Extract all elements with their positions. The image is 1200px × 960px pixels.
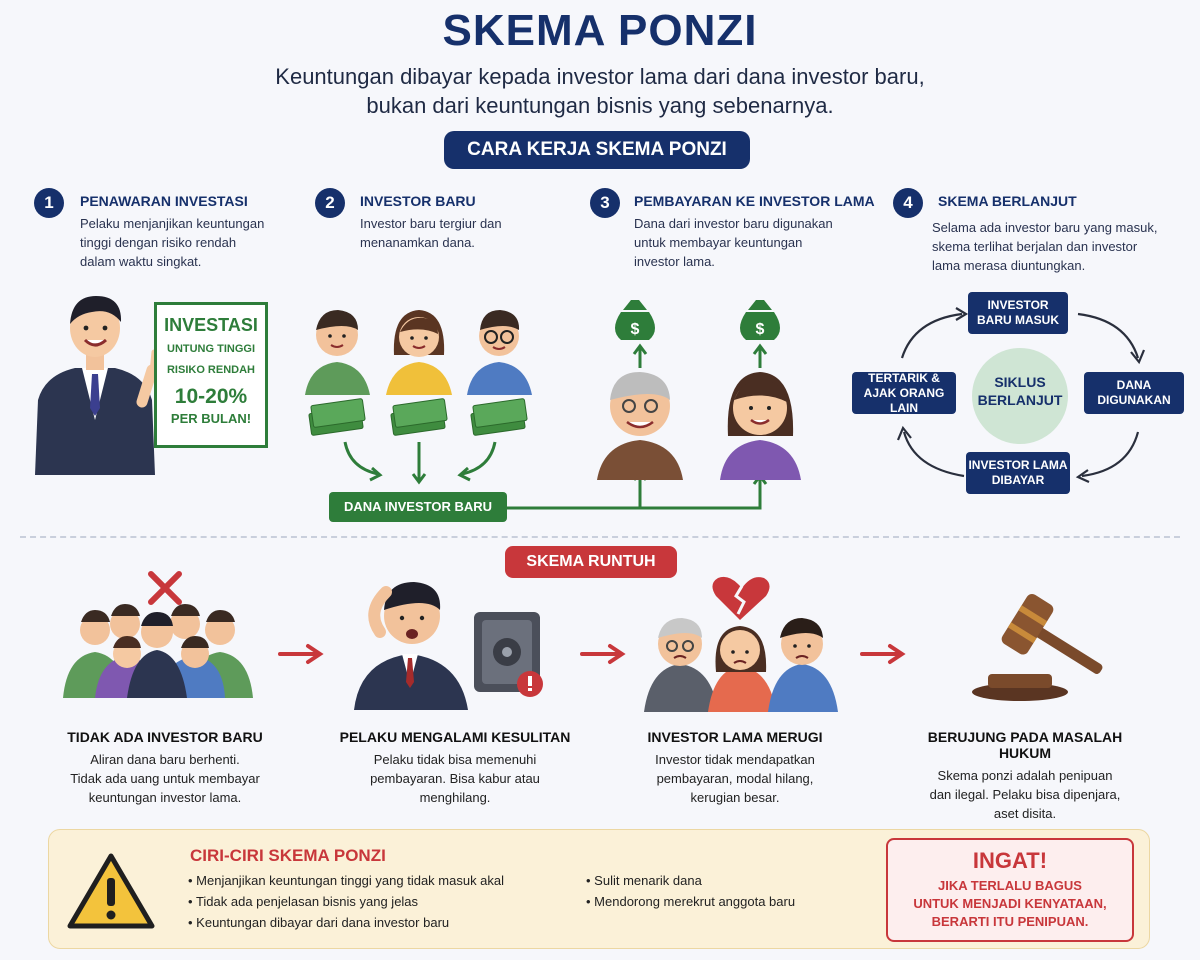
cycle-box-tertarik-ajak: TERTARIK & AJAK ORANG LAIN [852,371,956,415]
right-arrow-icon [580,644,626,664]
investor-avatar [386,310,452,395]
investor-avatar [305,310,370,395]
cash-stack-icon [390,398,448,436]
cycle-box-investor-baru-masuk: INVESTOR BARU MASUK [968,292,1068,334]
collapse-item-1: TIDAK ADA INVESTOR BARU Aliran dana baru… [67,729,263,805]
cycle-box-dana-digunakan: DANA DIGUNAKAN [1084,372,1184,414]
ciri-item: • Mendorong merekrut anggota baru [586,894,796,909]
investor-avatar [467,310,532,395]
step-4-title: SKEMA BERLANJUT [938,193,1077,209]
ciri-ciri-title: CIRI-CIRI SKEMA PONZI [190,846,386,865]
money-bag-symbol: $ [631,321,640,338]
businessman-illustration [35,296,158,475]
step-3-title: PEMBAYARAN KE INVESTOR LAMA [634,193,875,209]
ciri-item: • Menjanjikan keuntungan tinggi yang tid… [188,873,505,888]
step-3-number: 3 [590,188,620,218]
cycle-box-investor-lama-dibayar: INVESTOR LAMA DIBAYAR [966,452,1070,494]
step-1-number: 1 [34,188,64,218]
step-2-desc: Investor baru tergiur dan menanamkan dan… [360,216,502,250]
section-label-skema-runtuh: SKEMA RUNTUH [505,546,677,578]
cycle-center-label: SIKLUS BERLANJUT [977,374,1063,408]
flow-arrows [343,441,497,485]
right-arrow-icon [278,644,324,664]
ciri-item: • Sulit menarik dana [586,873,702,888]
step-1-desc: Pelaku menjanjikan keuntungan tinggi den… [80,216,265,269]
step-4-desc: Selama ada investor baru yang masuk, ske… [932,220,1158,273]
right-arrow-icon [860,644,906,664]
old-investor-man-avatar [597,372,683,480]
step-1-title: PENAWARAN INVESTASI [80,193,248,209]
step-2-title: INVESTOR BARU [360,193,476,209]
section-label-cara-kerja: CARA KERJA SKEMA PONZI [444,131,750,169]
cycle-arrows [896,307,1146,484]
crowd-icon [63,604,253,698]
collapse-item-2: PELAKU MENGALAMI KESULITAN Pelaku tidak … [339,729,571,805]
gavel-icon [972,593,1103,701]
step-4-number: 4 [893,188,923,218]
cash-stack-icon [308,398,366,436]
crowd-no-new-investors-illustration [63,571,253,698]
money-bag-symbol: $ [756,321,765,338]
ciri-item: • Keuntungan dibayar dari dana investor … [188,915,450,930]
old-investors-losing-illustration [644,576,838,712]
money-bag-icon [615,300,655,340]
perpetrator-distress-illustration [354,582,543,710]
ingat-box: INGAT! JIKA TERLALU BAGUS UNTUK MENJADI … [886,838,1134,942]
page-title: SKEMA PONZI [442,6,758,55]
red-x-icon [148,571,182,605]
cycle-diagram [896,307,1146,484]
ciri-list-col1: • Menjanjikan keuntungan tinggi yang tid… [188,870,568,933]
payment-flow-illustration: $ $ [507,300,801,510]
cash-stack-icon [470,398,528,436]
ciri-list-col2: • Sulit menarik dana • Mendorong merekru… [586,870,866,912]
section-divider [20,536,1180,538]
up-arrows [632,343,768,368]
broken-heart-icon [712,576,770,620]
collapse-item-3: INVESTOR LAMA MERUGI Investor tidak mend… [647,729,823,805]
offer-board: INVESTASI UNTUNG TINGGI RISIKO RENDAH 10… [154,302,268,448]
ciri-item: • Tidak ada penjelasan bisnis yang jelas [188,894,419,909]
old-investor-woman-avatar [720,372,801,480]
step-3-desc: Dana dari investor baru digunakan untuk … [634,216,833,269]
page-subtitle: Keuntungan dibayar kepada investor lama … [275,64,925,118]
money-bag-icon [740,300,780,340]
step-2-number: 2 [315,188,345,218]
warning-icon [67,853,155,929]
dana-investor-baru-box: DANA INVESTOR BARU [329,492,507,522]
cycle-center-circle [972,348,1068,444]
new-investors-illustration [305,310,532,485]
collapse-item-4: BERUJUNG PADA MASALAH HUKUM Skema ponzi … [927,729,1123,821]
